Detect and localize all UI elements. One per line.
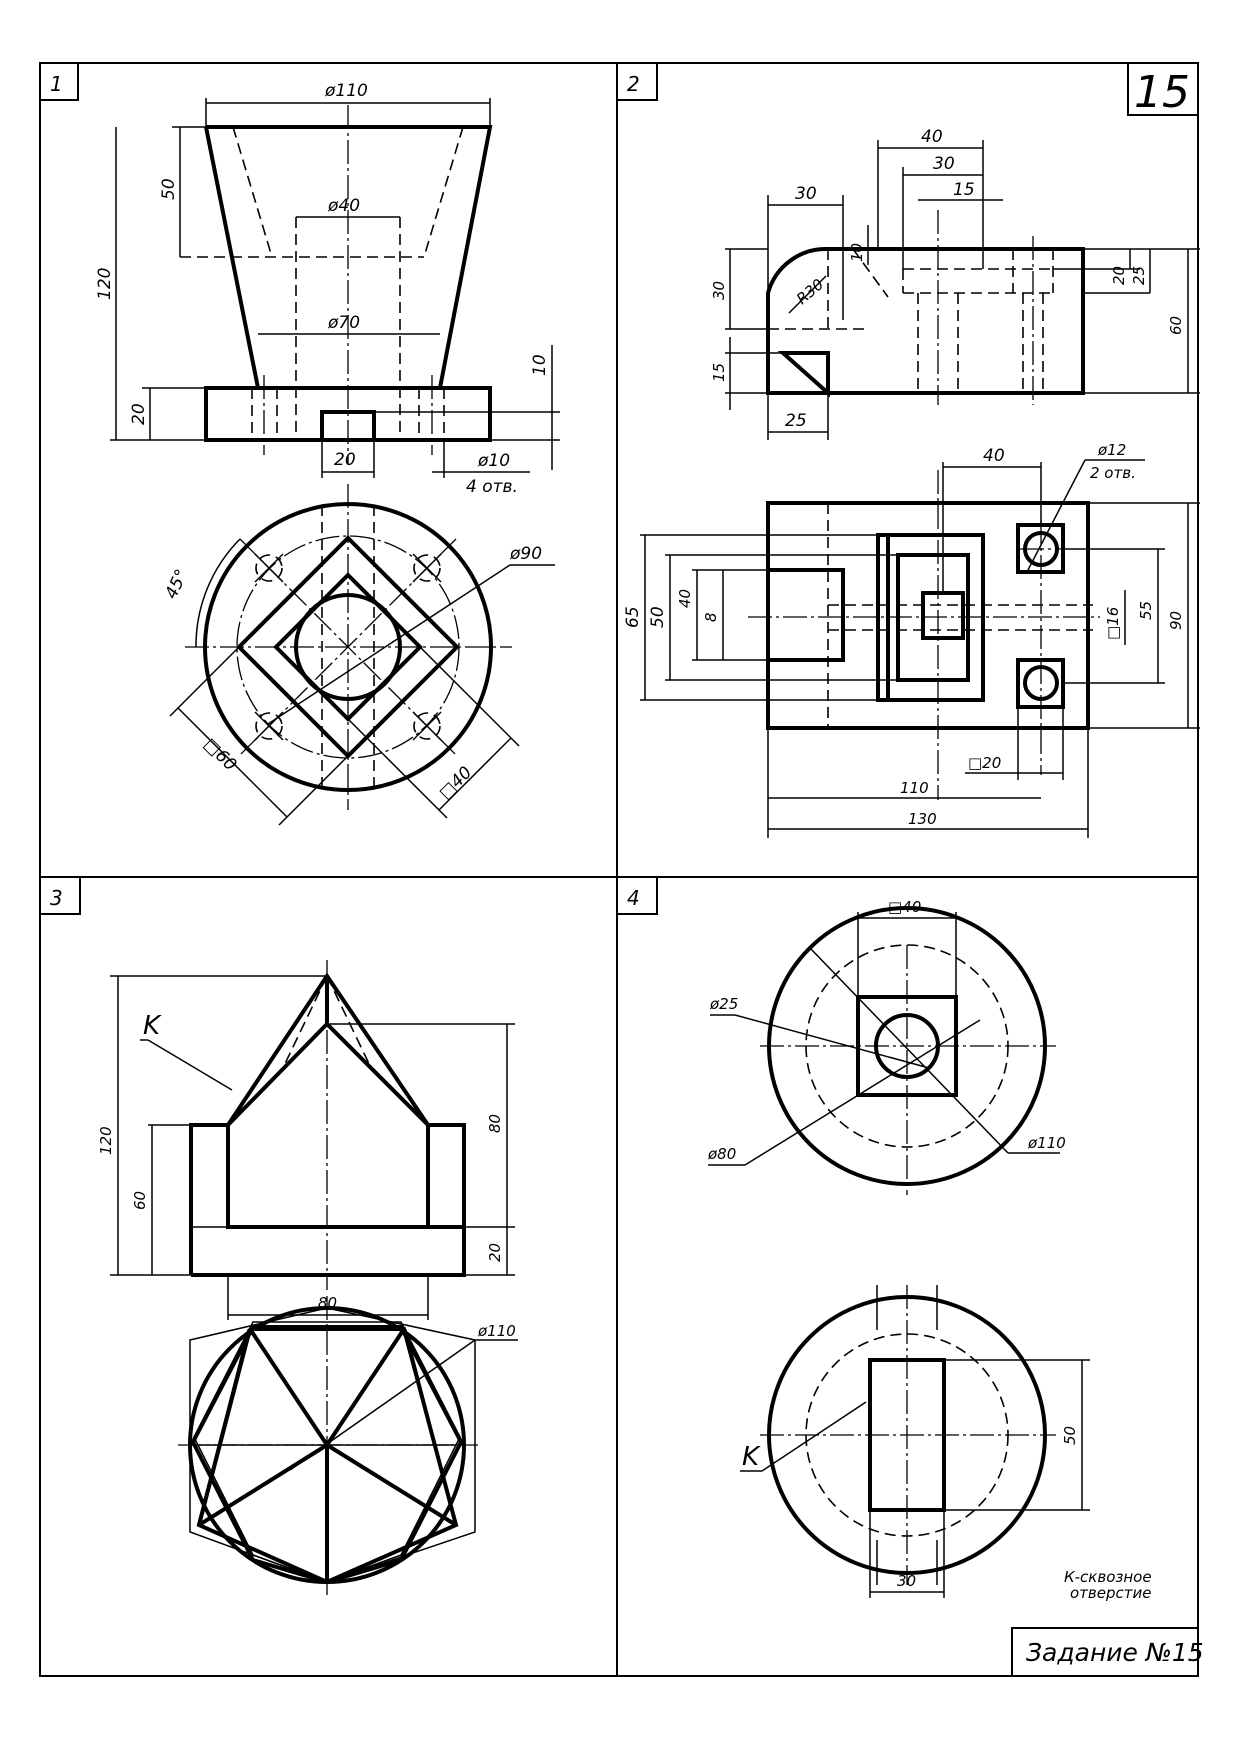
svg-text:2 отв.: 2 отв. xyxy=(1090,464,1136,482)
panel-2-top-view xyxy=(748,470,1100,800)
svg-text:130: 130 xyxy=(908,810,937,828)
svg-text:50: 50 xyxy=(648,606,668,628)
panel-1-front-view xyxy=(180,105,493,465)
svg-text:65: 65 xyxy=(623,606,643,628)
svg-text:ø80: ø80 xyxy=(707,1145,736,1163)
panel-3-top-view xyxy=(178,1296,478,1595)
sheet-frame xyxy=(39,62,1199,1677)
svg-text:10: 10 xyxy=(530,354,550,376)
panel-2-top-dimensions: 40 ø12 2 отв. 65 50 40 8 □16 55 90 xyxy=(623,441,1200,838)
svg-text:45°: 45° xyxy=(161,566,192,602)
panel-4-top-view xyxy=(760,906,1056,1195)
svg-text:50: 50 xyxy=(159,178,179,200)
svg-text:90: 90 xyxy=(1167,611,1185,630)
svg-text:K: K xyxy=(742,1442,761,1472)
svg-text:10: 10 xyxy=(848,243,866,262)
svg-text:□40: □40 xyxy=(435,763,476,804)
svg-text:20: 20 xyxy=(486,1243,504,1262)
panel-3-front-dimensions: K 120 60 80 20 80 xyxy=(97,975,515,1320)
panel-3-top-dimensions: ø110 xyxy=(289,1322,518,1471)
title-block: Задание №15 xyxy=(1011,1627,1204,1676)
svg-text:ø25: ø25 xyxy=(709,995,738,1013)
svg-text:□60: □60 xyxy=(199,734,240,775)
svg-text:60: 60 xyxy=(131,1191,149,1210)
sheet-number-box: 15 xyxy=(1127,62,1199,118)
panel-3-front-view xyxy=(189,960,466,1290)
panel-1-tab: 1 xyxy=(40,63,79,101)
svg-text:110: 110 xyxy=(900,779,929,797)
svg-text:К-сквозное: К-сквозное xyxy=(1064,1568,1152,1586)
svg-text:□40: □40 xyxy=(888,898,921,916)
svg-text:ø10: ø10 xyxy=(477,451,510,471)
svg-text:ø110: ø110 xyxy=(477,1322,516,1340)
svg-text:ø40: ø40 xyxy=(327,196,360,216)
svg-text:отверстие: отверстие xyxy=(1070,1584,1151,1602)
svg-text:15: 15 xyxy=(1134,67,1190,118)
svg-text:50: 50 xyxy=(1061,1426,1079,1445)
svg-text:120: 120 xyxy=(95,268,115,300)
svg-text:30: 30 xyxy=(795,184,817,204)
panel-2-front-view xyxy=(766,210,1085,405)
svg-text:30: 30 xyxy=(897,1572,916,1590)
svg-text:60: 60 xyxy=(1167,316,1185,335)
panel-2-tab: 2 xyxy=(617,63,658,101)
svg-text:30: 30 xyxy=(710,281,728,300)
panel-4-front-view xyxy=(760,1285,1056,1585)
svg-text:25: 25 xyxy=(1130,266,1148,285)
svg-text:1: 1 xyxy=(50,72,63,96)
svg-text:40: 40 xyxy=(983,446,1005,466)
svg-text:□20: □20 xyxy=(968,754,1001,772)
svg-text:15: 15 xyxy=(953,180,975,200)
svg-text:K: K xyxy=(143,1011,162,1041)
svg-text:Задание №15: Задание №15 xyxy=(1026,1638,1204,1667)
panel-4-front-dimensions: 50 K 30 К-сквозное отверстие xyxy=(740,1359,1152,1602)
svg-text:20: 20 xyxy=(129,403,149,425)
svg-text:20: 20 xyxy=(1110,266,1128,285)
panel-2-front-dimensions: 40 30 15 30 10 R30 20 25 60 30 xyxy=(710,127,1200,440)
svg-text:8: 8 xyxy=(702,612,720,622)
svg-text:80: 80 xyxy=(486,1114,504,1133)
svg-text:40: 40 xyxy=(921,127,943,147)
svg-text:ø70: ø70 xyxy=(327,313,360,333)
svg-text:3: 3 xyxy=(50,886,63,910)
svg-text:120: 120 xyxy=(97,1126,115,1155)
svg-text:ø90: ø90 xyxy=(509,544,542,564)
svg-text:4: 4 xyxy=(627,886,640,910)
svg-text:4 отв.: 4 отв. xyxy=(466,477,518,497)
svg-text:25: 25 xyxy=(785,411,807,431)
svg-text:40: 40 xyxy=(676,589,694,608)
svg-text:30: 30 xyxy=(933,154,955,174)
panel-1-front-dimensions: ø110 ø40 ø70 50 120 20 10 20 ø10 4 отв. xyxy=(95,81,560,497)
svg-text:2: 2 xyxy=(627,72,640,96)
panel-4-top-dimensions: □40 ø25 ø80 ø110 xyxy=(707,898,1066,1166)
panel-3-tab: 3 xyxy=(40,877,81,915)
svg-text:15: 15 xyxy=(710,363,728,382)
svg-text:ø110: ø110 xyxy=(324,81,368,101)
svg-text:ø110: ø110 xyxy=(1027,1134,1066,1152)
svg-text:ø12: ø12 xyxy=(1097,441,1126,459)
svg-text:55: 55 xyxy=(1137,601,1155,620)
svg-text:20: 20 xyxy=(334,450,356,470)
panel-4-tab: 4 xyxy=(617,877,658,915)
svg-text:□16: □16 xyxy=(1104,607,1122,640)
